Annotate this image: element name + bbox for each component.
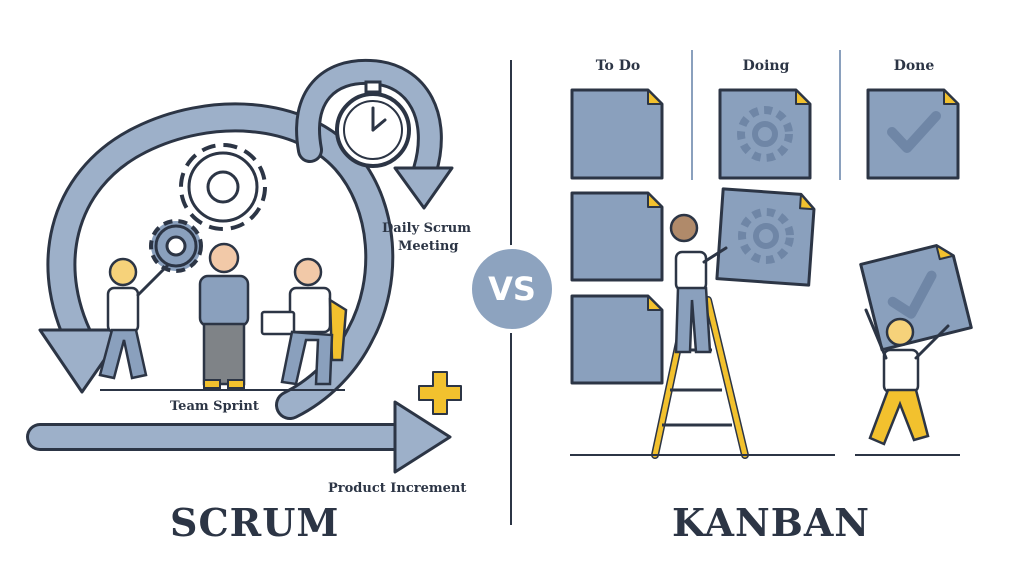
worker-on-ladder — [669, 213, 728, 354]
todo-card-2 — [570, 191, 664, 282]
scrum-title: SCRUM — [170, 500, 340, 545]
product-increment-arrow — [26, 400, 452, 474]
done-card-2-carried — [859, 244, 973, 352]
daily-scrum-label-line2: Meeting — [398, 239, 459, 254]
team-member-center — [198, 242, 250, 389]
daily-scrum-label-line1: Daily Scrum — [382, 221, 472, 236]
gear-small-icon — [149, 219, 203, 273]
stopwatch-icon — [335, 80, 411, 168]
done-card-1 — [866, 88, 960, 180]
doing-card-1 — [718, 88, 812, 180]
gear-large-icon — [179, 143, 267, 231]
team-sprint-label: Team Sprint — [170, 399, 259, 414]
team-member-right — [260, 257, 348, 386]
kanban-column-done: Done — [893, 58, 935, 74]
todo-card-3 — [570, 294, 664, 385]
worker-carrying — [864, 308, 950, 446]
plus-icon — [418, 371, 462, 415]
vs-label: VS — [488, 270, 536, 308]
kanban-column-doing: Doing — [742, 58, 790, 74]
team-member-left — [98, 257, 170, 380]
kanban-column-todo: To Do — [595, 58, 641, 74]
doing-card-2-held — [715, 187, 816, 287]
vs-circle — [468, 245, 556, 333]
todo-card-1 — [570, 88, 664, 180]
kanban-title: KANBAN — [672, 500, 871, 545]
daily-scrum-arrow — [295, 58, 454, 210]
product-increment-label: Product Increment — [328, 481, 467, 496]
